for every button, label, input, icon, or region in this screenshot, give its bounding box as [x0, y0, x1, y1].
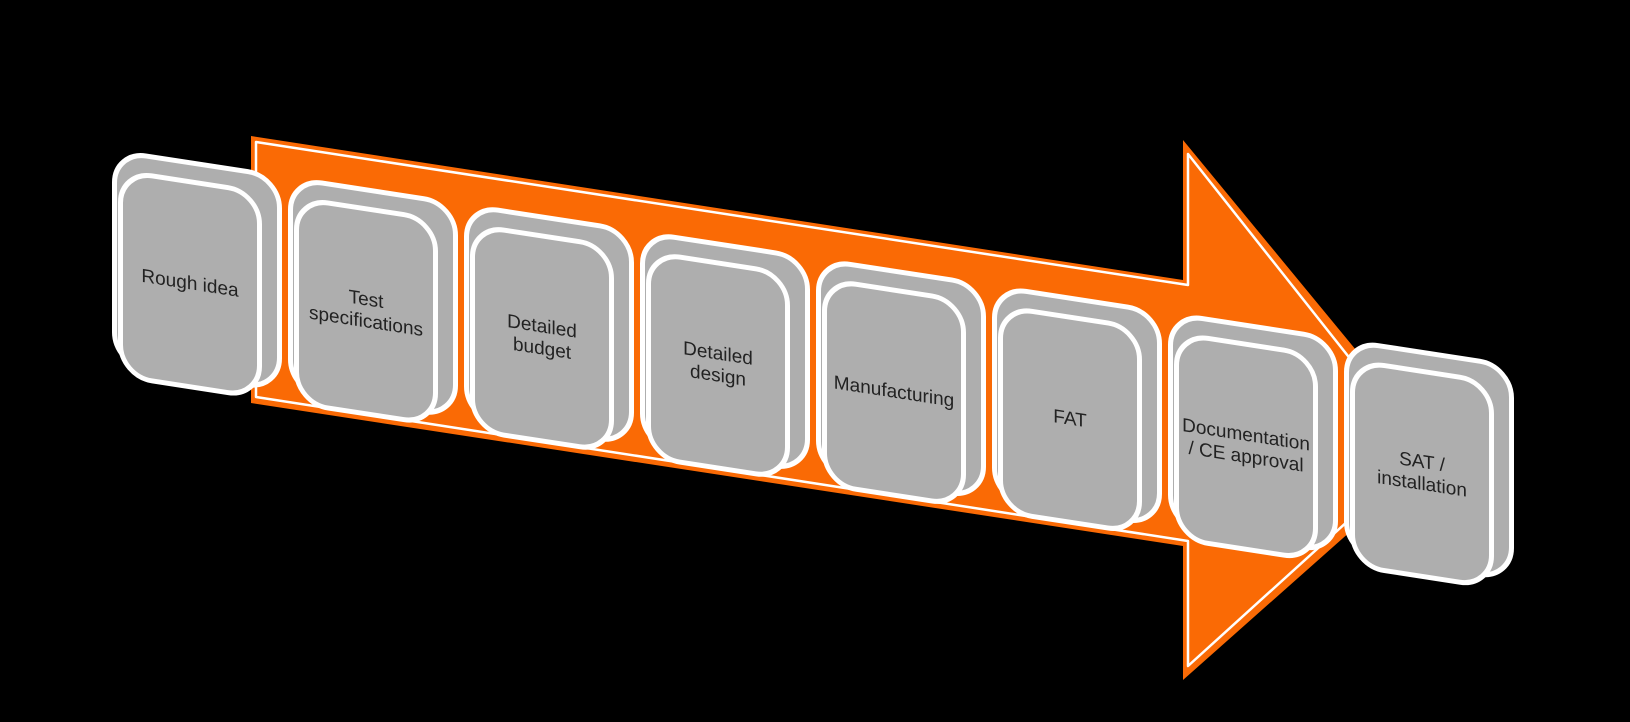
stage-box-front: Manufacturing	[822, 276, 966, 509]
stage-box-front: Test specifications	[294, 195, 438, 428]
stage-box-front: FAT	[998, 303, 1142, 536]
stage-box-rough-idea: Rough idea	[112, 148, 282, 401]
stage-box-front: Detailed design	[646, 249, 790, 482]
stage-label: Detailed design	[683, 337, 753, 391]
stage-box-front: SAT / installation	[1350, 357, 1494, 590]
stage-box-documentation-ce-approval: Documentation / CE approval	[1168, 310, 1338, 563]
stage-label: SAT / installation	[1377, 447, 1467, 502]
stage-label: FAT	[1053, 405, 1087, 433]
stage-box-front: Rough idea	[118, 168, 262, 401]
stage-box-front: Detailed budget	[470, 222, 614, 455]
stage-box-manufacturing: Manufacturing	[816, 256, 986, 509]
stage-label: Documentation / CE approval	[1182, 414, 1310, 477]
stage-box-detailed-design: Detailed design	[640, 229, 810, 482]
stage-box-test-specifications: Test specifications	[288, 175, 458, 428]
stage-label: Test specifications	[308, 286, 424, 342]
stage-box-detailed-budget: Detailed budget	[464, 202, 634, 455]
stage-box-sat-installation: SAT / installation	[1344, 337, 1514, 590]
stage-label: Manufacturing	[833, 372, 955, 412]
stage-box-front: Documentation / CE approval	[1174, 330, 1318, 563]
stage-label: Rough idea	[141, 265, 239, 302]
stage-label: Detailed budget	[507, 310, 577, 364]
stage-box-fat: FAT	[992, 283, 1162, 536]
